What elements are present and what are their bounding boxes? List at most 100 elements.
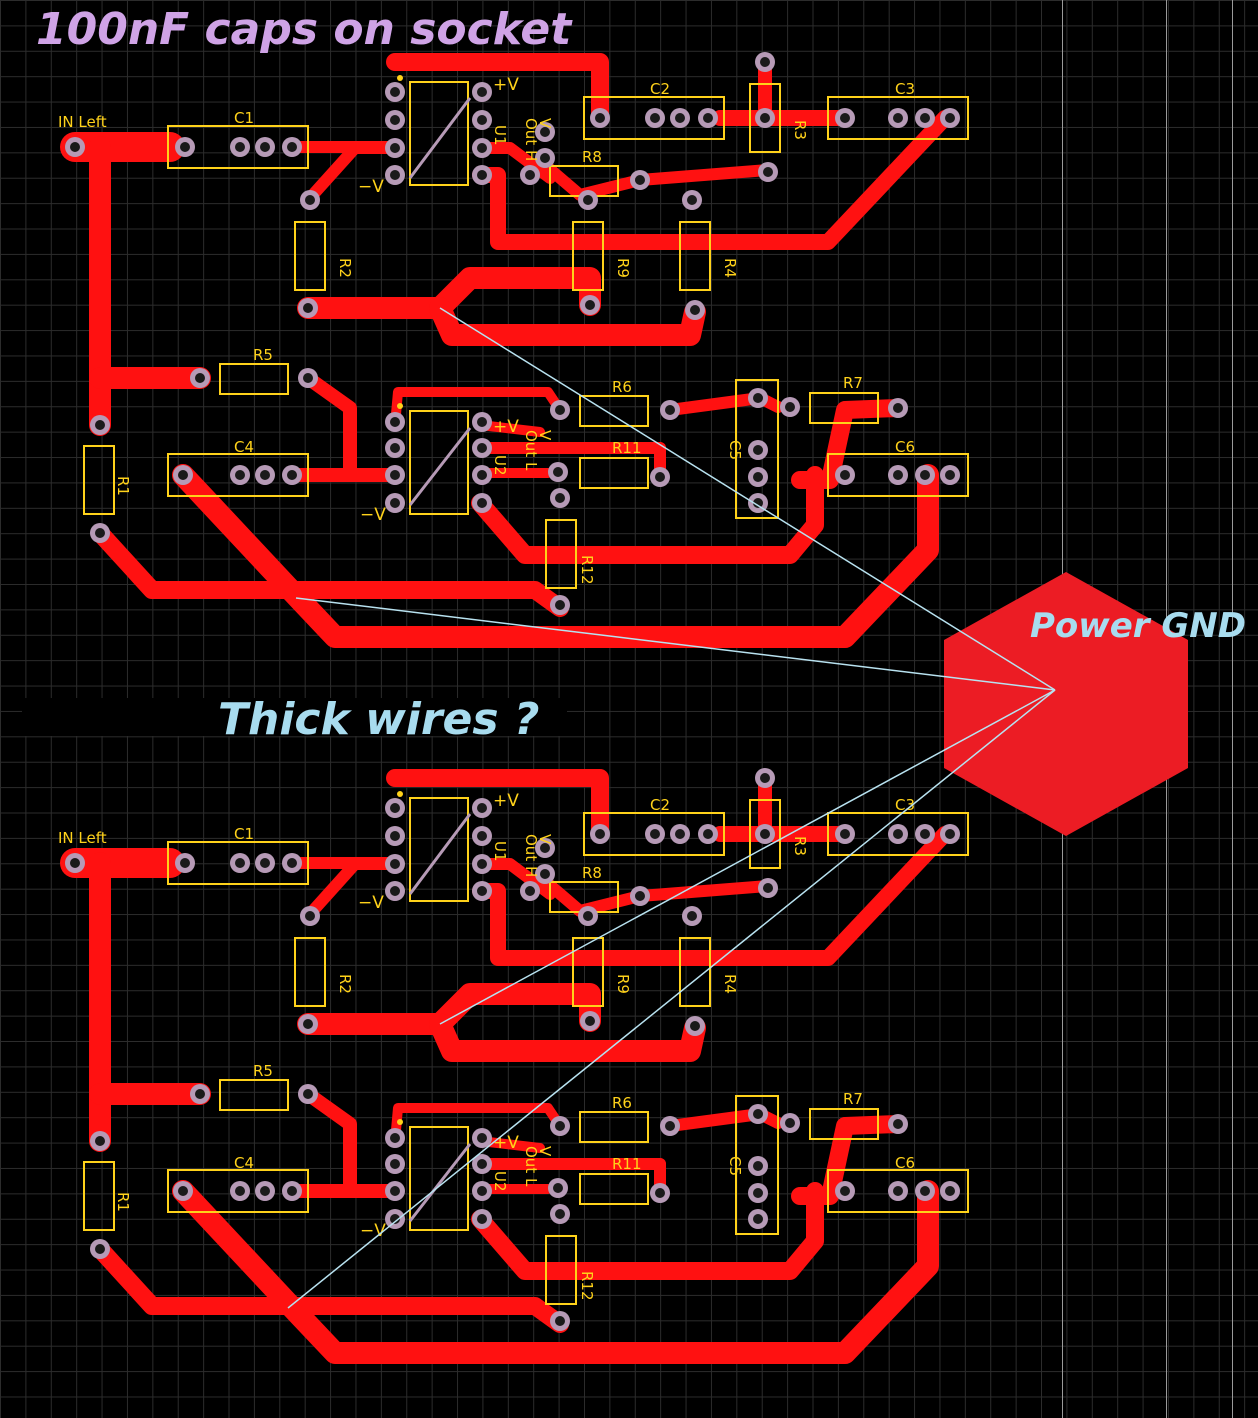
ratsnest-lines: [287, 307, 1056, 1309]
bypass-cap-mark: [408, 97, 472, 179]
copper-trace: [301, 371, 402, 482]
callout-backdrop: [22, 698, 567, 736]
pad-hole: [760, 829, 770, 839]
copper-trace: [390, 1103, 565, 1146]
silkscreen-label: R3: [791, 120, 809, 140]
pad-hole: [477, 859, 487, 869]
silkscreen-label: U2: [491, 1171, 509, 1192]
pad-hole: [477, 87, 487, 97]
power-gnd-pad[interactable]: [944, 572, 1188, 836]
silkscreen-label: R7: [843, 1090, 863, 1108]
note-100nf-caps: 100nF caps on socket: [36, 4, 572, 55]
pad-hole: [555, 1121, 565, 1131]
silkscreen-label: U2: [491, 455, 509, 476]
resistor-outline-r3: [749, 83, 781, 153]
pad-hole: [753, 1214, 763, 1224]
resistor-outline-r3: [749, 799, 781, 869]
pad-hole: [303, 373, 313, 383]
ic-outline-u1: [409, 797, 469, 902]
pad-hole: [477, 886, 487, 896]
pad-hole: [763, 167, 773, 177]
pad-hole: [390, 170, 400, 180]
ratsnest-line: [439, 689, 1056, 1025]
resistor-outline-r4: [679, 221, 711, 291]
silkscreen-label: C6: [895, 438, 915, 456]
silkscreen-label: C4: [234, 1154, 254, 1172]
copper-trace: [91, 1240, 569, 1333]
pad-hole: [650, 829, 660, 839]
pad-hole: [665, 1121, 675, 1131]
copper-trace: [172, 464, 939, 648]
silkscreen-label: R12: [578, 1271, 596, 1301]
silkscreen-label: −V: [358, 893, 384, 913]
silkscreen-label: +V: [493, 1133, 519, 1153]
silkscreen-label: −V: [360, 505, 386, 525]
pad-hole: [390, 859, 400, 869]
ratsnest-line: [287, 689, 1056, 1309]
pad-hole: [477, 1214, 487, 1224]
copper-trace: [91, 524, 569, 617]
pad-hole: [477, 831, 487, 841]
pad-hole: [760, 57, 770, 67]
pad-hole: [760, 773, 770, 783]
silkscreen-label: C4: [234, 438, 254, 456]
silkscreen-label: R2: [336, 974, 354, 994]
silkscreen-label: C3: [895, 80, 915, 98]
silkscreen-label: R8: [582, 148, 602, 166]
copper-trace: [297, 267, 601, 319]
resistor-outline-r7: [809, 392, 879, 424]
pad-hole: [390, 443, 400, 453]
pad-hole: [95, 420, 105, 430]
pad-hole: [540, 869, 550, 879]
capacitor-outline-c4: [167, 453, 309, 497]
pad-hole: [178, 470, 188, 480]
pad-hole: [753, 1109, 763, 1119]
pad-hole: [287, 470, 297, 480]
silkscreen-label: U1: [491, 841, 509, 862]
copper-trace: [386, 53, 609, 127]
pad-hole: [553, 467, 563, 477]
silkscreen-label: Out L: [522, 430, 540, 471]
pad-hole: [180, 142, 190, 152]
pin1-marker: [397, 791, 403, 797]
pad-hole: [687, 195, 697, 205]
silkscreen-label: −V: [360, 1221, 386, 1241]
pad-hole: [760, 113, 770, 123]
copper-trace: [429, 1013, 706, 1062]
pad-hole: [553, 1183, 563, 1193]
pad-hole: [583, 195, 593, 205]
pin1-marker: [397, 403, 403, 409]
silkscreen-label: C6: [895, 1154, 915, 1172]
silkscreen-label: V: [536, 118, 554, 129]
pad-hole: [920, 470, 930, 480]
pad-hole: [655, 472, 665, 482]
pad-hole: [893, 403, 903, 413]
silkscreen-label: C2: [650, 80, 670, 98]
pad-hole: [305, 195, 315, 205]
pad-hole: [235, 470, 245, 480]
pad-hole: [893, 113, 903, 123]
pad-hole: [287, 1186, 297, 1196]
pad-hole: [595, 113, 605, 123]
pad-hole: [390, 1186, 400, 1196]
copper-trace: [471, 466, 824, 564]
pad-hole: [555, 1316, 565, 1326]
silkscreen-label: R7: [843, 374, 863, 392]
pad-hole: [635, 175, 645, 185]
pad-hole: [840, 113, 850, 123]
pad-hole: [785, 402, 795, 412]
silkscreen-label: R1: [114, 476, 132, 496]
power-gnd-label: Power GND: [1030, 606, 1246, 646]
capacitor-outline-c5: [735, 379, 779, 519]
pad-hole: [690, 305, 700, 315]
pad-hole: [785, 1118, 795, 1128]
copper-trace: [297, 983, 601, 1035]
pad-hole: [195, 373, 205, 383]
resistor-outline-r11: [579, 1173, 649, 1205]
resistor-outline-r1: [83, 1161, 115, 1231]
pad-hole: [235, 142, 245, 152]
copper-trace: [539, 159, 774, 201]
pad-hole: [477, 170, 487, 180]
pad-hole: [920, 113, 930, 123]
capacitor-outline-c5: [735, 1095, 779, 1235]
